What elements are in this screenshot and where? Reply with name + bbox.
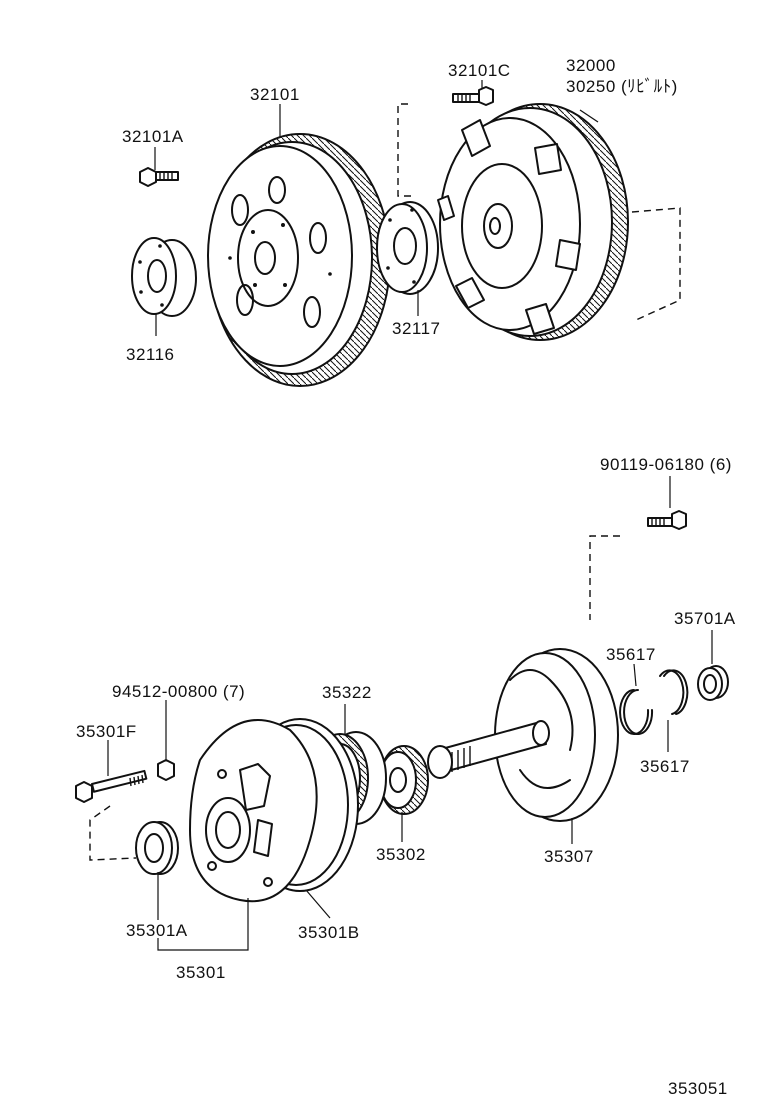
label-30250: 30250 (ﾘﾋﾞﾙﾄ) [566, 77, 678, 96]
bolt-35301F [75, 740, 148, 803]
torque-converter-32000 [437, 103, 629, 341]
label-35322: 35322 [322, 683, 372, 702]
guide-line-lower-left [89, 805, 137, 861]
drive-plate-32101 [207, 104, 391, 387]
drive-gear-35302 [379, 745, 429, 842]
bolt-32101C [452, 80, 494, 106]
seal-35701A [697, 630, 729, 701]
plate-32117 [376, 201, 439, 316]
guide-line-lower-right [589, 535, 620, 620]
seal-ring-35617-rear [659, 669, 689, 752]
label-32101: 32101 [250, 85, 300, 104]
spacer-32116 [131, 237, 197, 336]
label-32101A: 32101A [122, 127, 184, 146]
catalog-number: 353051 [668, 1079, 728, 1098]
label-35307: 35307 [544, 847, 594, 866]
label-35301: 35301 [176, 963, 226, 982]
label-32116: 32116 [126, 345, 175, 364]
label-35301A: 35301A [126, 921, 188, 940]
guide-line-upper-left [397, 103, 412, 197]
label-32101C: 32101C [448, 61, 511, 80]
pump-cover-35301 [189, 719, 318, 903]
label-35301B: 35301B [298, 923, 360, 942]
stator-shaft-35307 [427, 648, 619, 844]
nut-94512-00800 [157, 700, 175, 781]
label-35617-top: 35617 [606, 645, 656, 664]
label-90119-06180: 90119-06180 (6) [600, 455, 732, 474]
label-35301F: 35301F [76, 722, 137, 741]
label-35701A: 35701A [674, 609, 736, 628]
oil-seal-35301A [135, 821, 179, 920]
bracket-35301 [157, 898, 249, 951]
label-32000: 32000 [566, 56, 616, 75]
guide-line-upper-right [631, 207, 681, 321]
bolt-32101A [139, 147, 179, 187]
label-94512-00800: 94512-00800 (7) [112, 682, 245, 701]
label-35617-bottom: 35617 [640, 757, 690, 776]
bolt-90119-06180 [647, 476, 687, 530]
label-35302: 35302 [376, 845, 426, 864]
label-32117: 32117 [392, 319, 441, 338]
seal-ring-35617-front [619, 663, 654, 735]
